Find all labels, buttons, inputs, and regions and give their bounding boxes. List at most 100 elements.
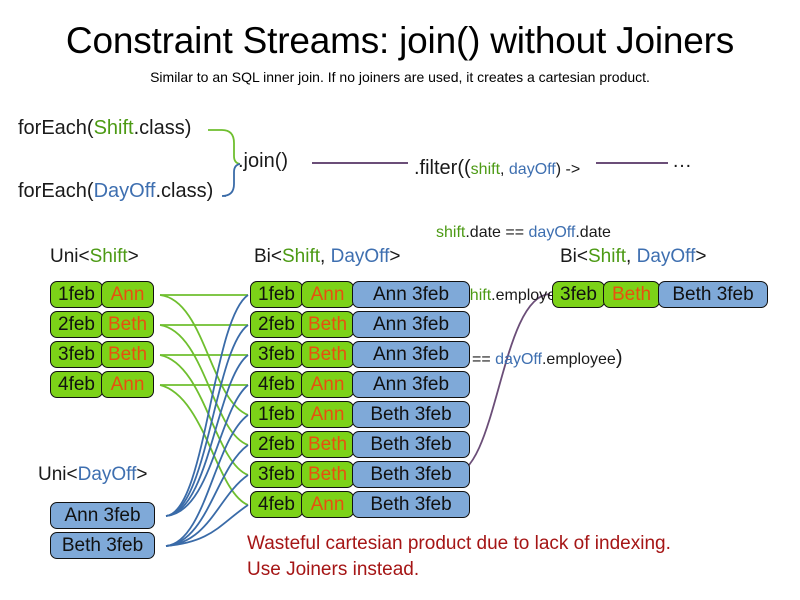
filter2-mid: .date == bbox=[465, 224, 529, 241]
foreach-dayoff-prefix: forEach( bbox=[18, 180, 94, 202]
bi-right-type2: DayOff bbox=[636, 246, 696, 267]
bi-date-cell: 4feb bbox=[250, 371, 303, 398]
bi-date-cell: 4feb bbox=[250, 491, 303, 518]
shift-employee-cell: Ann bbox=[101, 281, 154, 308]
bi-date-cell: 1feb bbox=[250, 401, 303, 428]
uni-dayoff-suffix: > bbox=[136, 464, 148, 485]
bi-mid-type2: DayOff bbox=[330, 246, 390, 267]
foreach-shift-suffix: .class) bbox=[133, 117, 192, 139]
dayoff-pair-cell: Ann 3feb bbox=[50, 502, 155, 529]
filter-param-shift: shift bbox=[470, 161, 501, 178]
warning-text: Wasteful cartesian product due to lack o… bbox=[247, 531, 671, 583]
shift-date-cell: 3feb bbox=[50, 341, 103, 368]
filter4-dayoff: dayOff bbox=[495, 351, 542, 368]
bi-date-cell: 3feb bbox=[250, 461, 303, 488]
bi-employee-cell: Beth bbox=[301, 431, 354, 458]
uni-dayoff-prefix: Uni< bbox=[38, 464, 78, 485]
filter-param-comma: , bbox=[500, 161, 509, 178]
bi-right-suffix: > bbox=[695, 246, 707, 267]
bi-date-cell: 2feb bbox=[250, 431, 303, 458]
filter-open: .filter(( bbox=[414, 157, 471, 179]
bi-employee-cell: Ann bbox=[301, 281, 354, 308]
bi-date-cell: 2feb bbox=[250, 311, 303, 338]
uni-shift-prefix: Uni< bbox=[50, 246, 90, 267]
bi-employee-cell: Ann bbox=[301, 401, 354, 428]
shift-employee-cell: Beth bbox=[101, 311, 154, 338]
filter-param-dayoff: dayOff bbox=[508, 161, 556, 178]
bi-mid-comma: , bbox=[320, 246, 331, 267]
bi-employee-cell: Beth bbox=[301, 341, 354, 368]
uni-shift-type: Shift bbox=[89, 246, 128, 267]
warning-line-2: Use Joiners instead. bbox=[247, 559, 420, 580]
label-bi-right: Bi<Shift, DayOff> bbox=[560, 246, 706, 268]
shift-date-cell: 1feb bbox=[50, 281, 103, 308]
bi-date-cell: 3feb bbox=[250, 341, 303, 368]
dayoff-pair-cell: Beth 3feb bbox=[50, 532, 155, 559]
bi-employee-cell: Beth bbox=[301, 311, 354, 338]
bi-pair-cell: Ann 3feb bbox=[352, 341, 470, 368]
bi-employee-cell: Beth bbox=[301, 461, 354, 488]
result-employee-cell: Beth bbox=[603, 281, 660, 308]
code-foreach-dayoff: forEach(DayOff.class) bbox=[18, 180, 213, 203]
foreach-shift-prefix: forEach( bbox=[18, 117, 94, 139]
foreach-dayoff-suffix: .class) bbox=[155, 180, 214, 202]
bi-pair-cell: Beth 3feb bbox=[352, 491, 470, 518]
uni-shift-suffix: > bbox=[127, 246, 139, 267]
label-bi-middle: Bi<Shift, DayOff> bbox=[254, 246, 400, 268]
code-ellipsis: … bbox=[672, 150, 692, 172]
bi-mid-type1: Shift bbox=[282, 246, 321, 267]
bi-pair-cell: Ann 3feb bbox=[352, 281, 470, 308]
shift-employee-cell: Beth bbox=[101, 341, 154, 368]
filter3-end: .employee bbox=[491, 287, 565, 304]
page-title: Constraint Streams: join() without Joine… bbox=[65, 20, 735, 61]
shift-date-cell: 2feb bbox=[50, 311, 103, 338]
filter4-end: .employee bbox=[541, 351, 616, 368]
shift-date-cell: 4feb bbox=[50, 371, 103, 398]
bi-employee-cell: Ann bbox=[301, 491, 354, 518]
filter-line-1: .filter((shift, dayOff) -> bbox=[414, 158, 622, 180]
result-date-cell: 3feb bbox=[552, 281, 605, 308]
bi-pair-cell: Beth 3feb bbox=[352, 461, 470, 488]
bi-mid-prefix: Bi< bbox=[254, 246, 282, 267]
bi-right-comma: , bbox=[626, 246, 637, 267]
code-foreach-shift: forEach(Shift.class) bbox=[18, 117, 191, 140]
bi-pair-cell: Beth 3feb bbox=[352, 401, 470, 428]
bi-pair-cell: Ann 3feb bbox=[352, 371, 470, 398]
bi-pair-cell: Ann 3feb bbox=[352, 311, 470, 338]
uni-dayoff-row: Beth 3feb bbox=[50, 532, 155, 559]
foreach-shift-type: Shift bbox=[93, 117, 134, 139]
shift-employee-cell: Ann bbox=[101, 371, 154, 398]
bi-employee-cell: Ann bbox=[301, 371, 354, 398]
filter2-shift: shift bbox=[436, 224, 466, 241]
filter4-close: ) bbox=[615, 347, 623, 369]
bi-right-prefix: Bi< bbox=[560, 246, 588, 267]
bi-mid-suffix: > bbox=[389, 246, 401, 267]
filter-line-2: shift.date == dayOff.date bbox=[436, 222, 622, 243]
bi-date-cell: 1feb bbox=[250, 281, 303, 308]
bi-right-type1: Shift bbox=[588, 246, 627, 267]
uni-dayoff-row: Ann 3feb bbox=[50, 502, 155, 529]
filter2-end: .date bbox=[575, 224, 611, 241]
filter-arrow: ) -> bbox=[555, 161, 581, 178]
bi-pair-cell: Beth 3feb bbox=[352, 431, 470, 458]
filter2-dayoff: dayOff bbox=[528, 224, 576, 241]
label-uni-dayoff: Uni<DayOff> bbox=[38, 464, 148, 486]
warning-line-1: Wasteful cartesian product due to lack o… bbox=[247, 533, 671, 554]
filter-line-4: == dayOff.employee) bbox=[472, 348, 622, 370]
filter4-op: == bbox=[472, 351, 496, 368]
result-pair-cell: Beth 3feb bbox=[658, 281, 768, 308]
